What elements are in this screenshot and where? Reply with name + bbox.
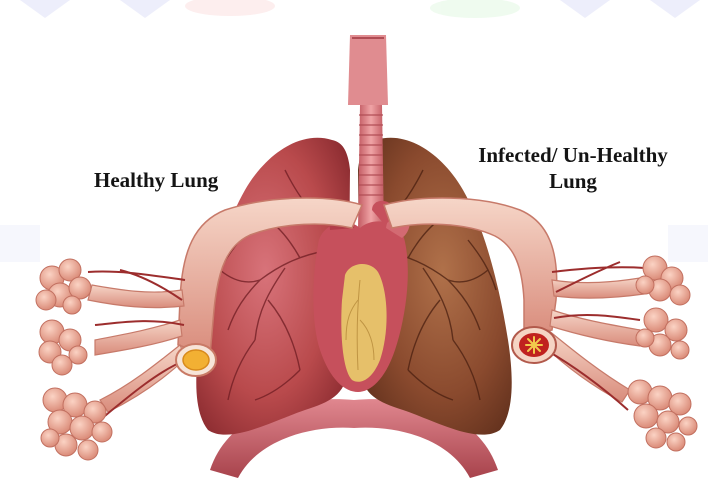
infected-airway-cross-section: [512, 327, 556, 363]
healthy-lung-label: Healthy Lung: [94, 167, 218, 193]
infected-lung-label-line-1: Infected/ Un-Healthy: [470, 142, 676, 168]
right-alveoli: [628, 256, 697, 451]
left-branches: [88, 285, 186, 412]
trachea: [348, 35, 388, 230]
infected-lung-label: Infected/ Un-Healthy Lung: [470, 142, 676, 194]
healthy-airway-cross-section: [176, 344, 216, 376]
right-branches: [542, 278, 644, 402]
infected-lung-label-line-2: Lung: [470, 168, 676, 194]
